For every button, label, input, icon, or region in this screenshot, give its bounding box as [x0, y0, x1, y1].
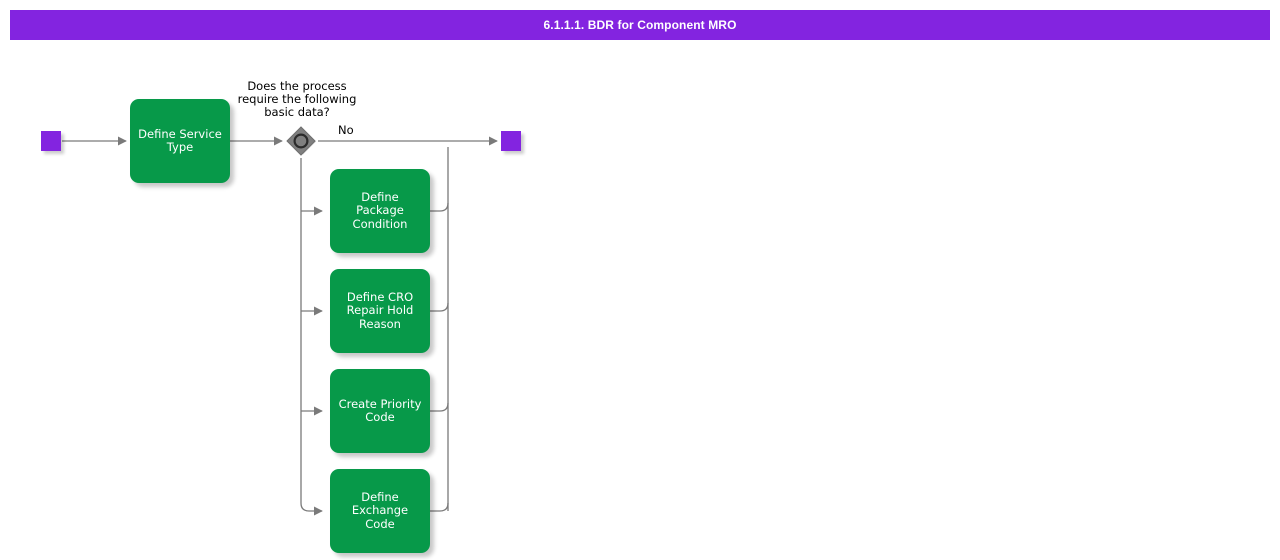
task-define-service-type[interactable]: Define Service Type	[130, 99, 230, 183]
edge-define-exchange-code-to-collector	[430, 502, 449, 512]
task-define-exchange-code[interactable]: Define Exchange Code	[330, 469, 430, 553]
page-title: 6.1.1.1. BDR for Component MRO	[543, 18, 737, 32]
task-label: Define Exchange Code	[351, 489, 409, 531]
task-label: Define CRO Repair Hold Reason	[346, 289, 414, 331]
edge-define-package-condition-to-collector	[430, 202, 449, 212]
end-event[interactable]	[501, 131, 521, 151]
gateway-question-label: Does the process require the following b…	[237, 79, 357, 119]
diagram-title-bar: 6.1.1.1. BDR for Component MRO	[10, 10, 1270, 40]
or-gateway[interactable]	[286, 126, 316, 156]
task-label: Define Service Type	[138, 126, 222, 154]
edge-create-priority-code-to-collector	[430, 402, 449, 412]
task-label: Define Package Condition	[352, 189, 408, 231]
gateway-or-symbol	[293, 133, 309, 149]
edge-define-cro-repair-hold-reason-to-collector	[430, 302, 449, 312]
task-define-cro-repair-hold-reason[interactable]: Define CRO Repair Hold Reason	[330, 269, 430, 353]
edge-label-no: No	[338, 123, 354, 137]
task-create-priority-code[interactable]: Create Priority Code	[330, 369, 430, 453]
gateway-diamond	[286, 126, 316, 156]
task-label: Create Priority Code	[338, 396, 422, 424]
edge-gateway-spine	[300, 158, 323, 516]
start-event[interactable]	[41, 131, 61, 151]
task-define-package-condition[interactable]: Define Package Condition	[330, 169, 430, 253]
